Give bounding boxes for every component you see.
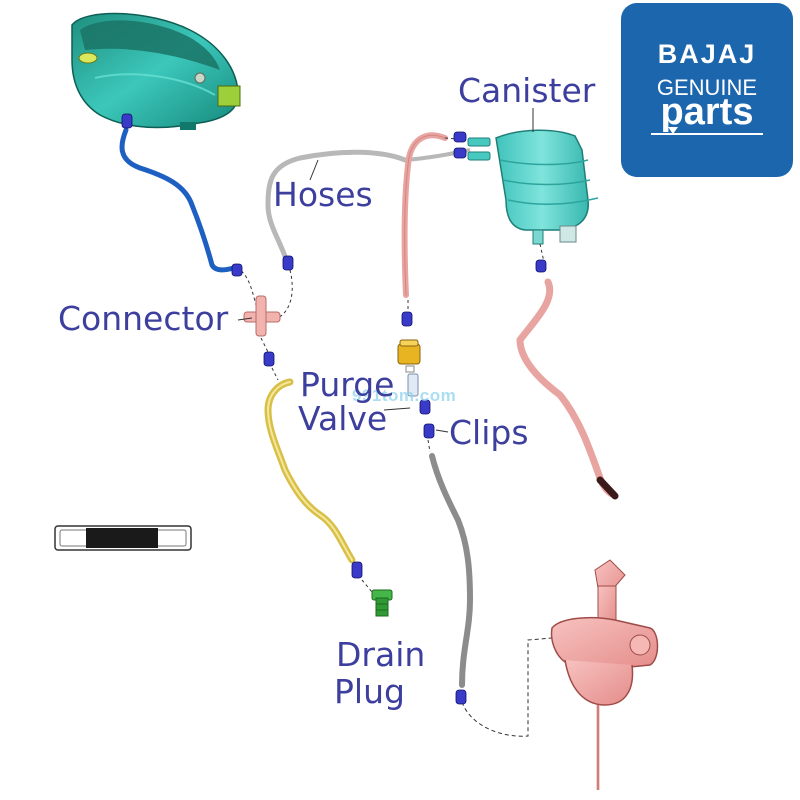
connector [243,295,281,337]
leader-lines [237,108,534,433]
label-drain-plug-line2: Plug [334,672,405,711]
canister [467,129,599,245]
logo-line2: parts [660,91,754,133]
logo-brand: BAJAJ [657,39,757,69]
purge-valve [397,339,421,397]
label-connector: Connector [58,299,229,338]
clip [535,259,547,273]
clip [121,113,133,129]
clip [419,399,431,415]
clip [423,423,435,439]
label-purge-valve-line2: Valve [298,399,388,438]
clip [401,311,413,327]
label-clips: Clips [449,413,529,452]
fuel-tank [71,12,241,130]
logo-line1: GENUINE [656,75,758,100]
carb-hose [429,453,474,688]
canister-drain-hose [516,278,616,498]
drain-plug [371,589,393,617]
fuel-hose [119,127,237,273]
clip [453,131,467,143]
bajaj-genuine-parts-logo: BAJAJ GENUINE parts [621,3,793,177]
carburetor [550,559,659,790]
hose-clamp [54,525,192,551]
label-hoses: Hoses [273,175,373,214]
clips [121,113,547,705]
clip [453,147,467,159]
watermark: 991tom.com [352,386,457,405]
clip [351,561,363,579]
clip [263,351,275,367]
clip [282,255,294,271]
label-canister: Canister [458,71,596,110]
clip [231,263,243,277]
label-purge-valve-line1: Purge [300,365,395,404]
label-drain-plug-line1: Drain [336,635,426,674]
logo-underline [651,133,763,135]
logo-arrow-icon [668,127,678,134]
vent-hose [265,149,408,265]
clip [455,689,467,705]
